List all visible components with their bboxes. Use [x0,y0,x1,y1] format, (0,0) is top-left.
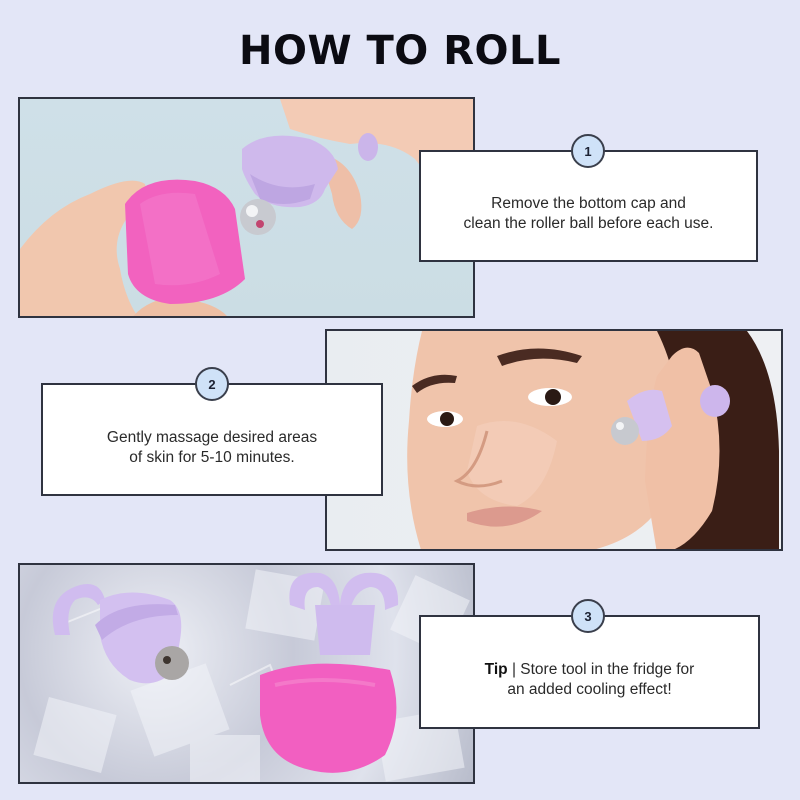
step-3-tip-text: | Store tool in the fridge for [507,661,695,678]
step-1-number-badge: 1 [571,134,605,168]
woman-using-roller-illustration [407,331,779,549]
step-3-text-line-2: an added cooling effect! [507,681,672,698]
step-1-text: Remove the bottom cap and clean the roll… [464,194,714,234]
tip-label: Tip [484,661,508,678]
step-2-text-line-2: of skin for 5-10 minutes. [129,448,295,466]
step-2-image [325,329,783,551]
step-1-text-line-2: clean the roller ball before each use. [463,215,714,232]
step-2-text: Gently massage desired areas of skin for… [107,428,317,468]
step-3-card: Tip | Store tool in the fridge for an ad… [419,615,760,729]
roller-cap-illustration [20,99,473,316]
step-1-card: Remove the bottom cap and clean the roll… [419,150,758,262]
step-1-text-line-1: Remove the bottom cap and [491,195,686,212]
page-title: HOW TO ROLL [238,28,562,74]
step-2-card: Gently massage desired areas of skin for… [41,383,383,496]
step-2-number-badge: 2 [195,367,229,401]
rollers-on-ice-illustration [33,569,470,782]
step-3-text: Tip | Store tool in the fridge for an ad… [485,660,695,700]
step-3-text-line-1: Tip | Store tool in the fridge for [485,660,695,680]
step-2-text-line-1: Gently massage desired areas [106,428,318,446]
step-1-image [18,97,475,318]
step-3-number-badge: 3 [571,599,605,633]
step-3-image [18,563,475,784]
